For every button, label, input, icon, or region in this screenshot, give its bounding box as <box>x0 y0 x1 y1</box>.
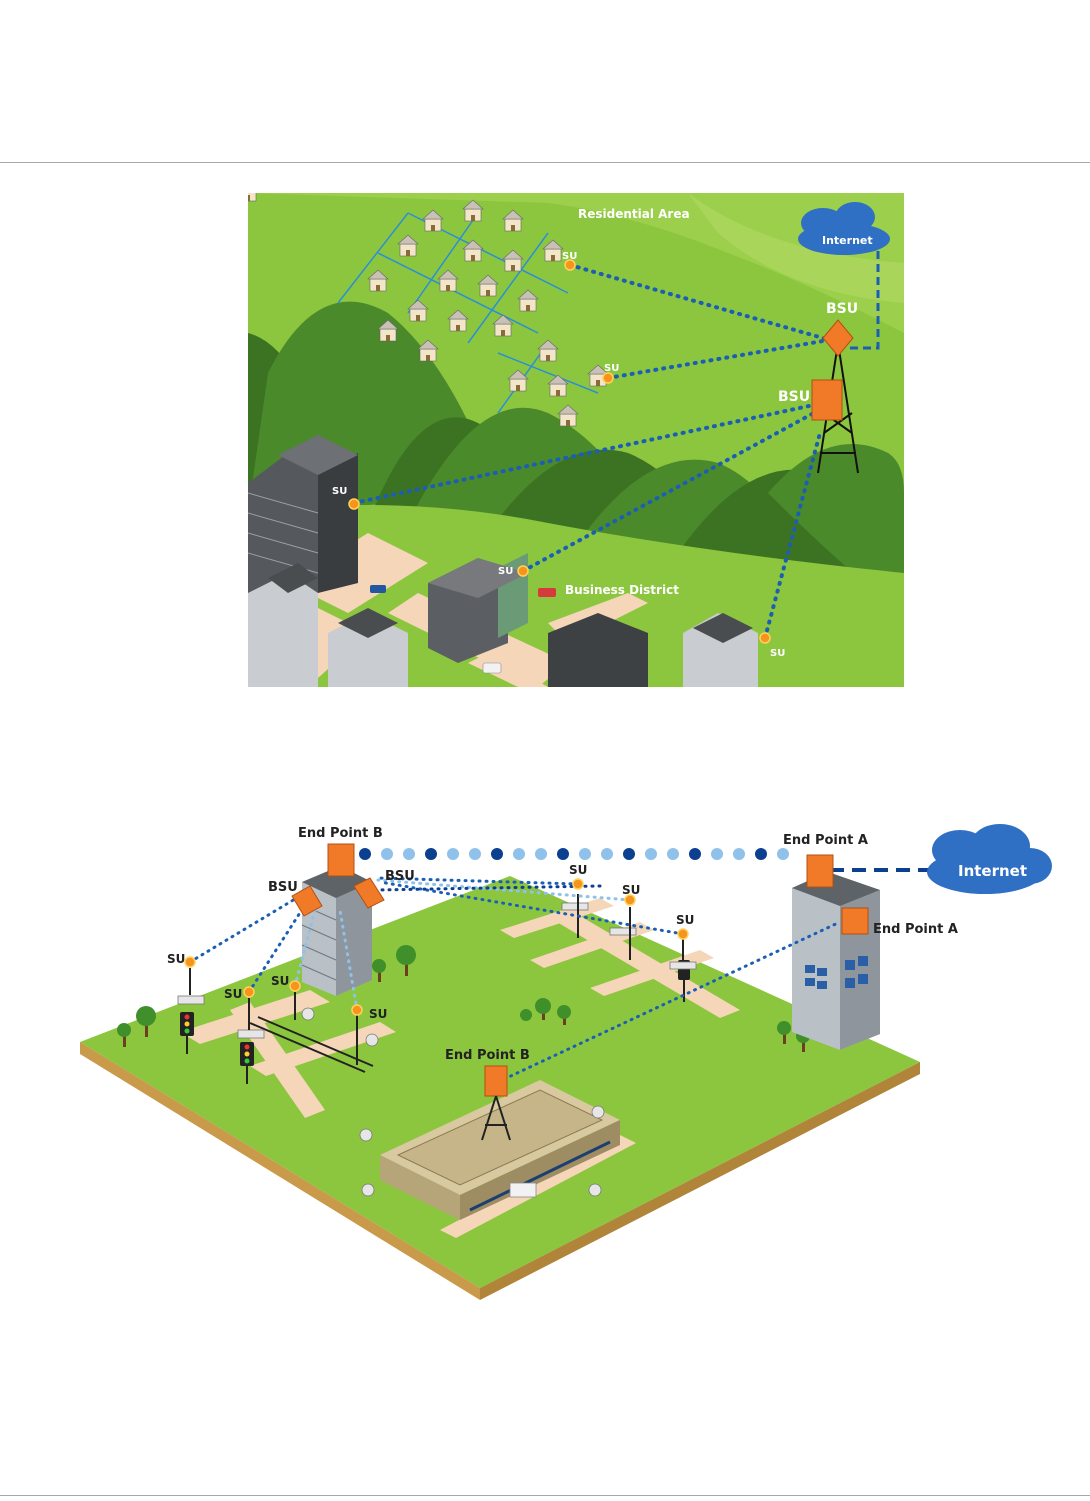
su-label-office: SU <box>498 566 513 577</box>
van <box>483 663 501 673</box>
residential-area-label: Residential Area <box>578 207 690 221</box>
wireless-network-diagram-campus: End Point B End Point A Internet BSU BSU… <box>80 810 1060 1300</box>
su-label-left-c: SU <box>369 1007 387 1021</box>
bsu-right-label: BSU <box>385 869 415 884</box>
end-point-b-bottom-label: End Point B <box>445 1048 530 1063</box>
su-label-far-left: SU <box>167 952 185 966</box>
bsu-left-label: BSU <box>268 880 298 895</box>
su-label-houses-top: SU <box>562 251 577 262</box>
su-label-mid-c: SU <box>676 913 694 927</box>
bsu-upper-label: BSU <box>826 301 858 317</box>
su-label-mid-b: SU <box>622 883 640 897</box>
end-point-b-top-label: End Point B <box>298 826 383 841</box>
su-label-mid-a: SU <box>569 863 587 877</box>
end-point-a-right-label: End Point A <box>873 922 958 937</box>
su-label-corner: SU <box>770 648 785 659</box>
end-point-a-top-label: End Point A <box>783 833 868 848</box>
su-label-left-b: SU <box>271 974 289 988</box>
backhaul-link <box>359 848 789 860</box>
internet-cloud <box>927 824 1052 894</box>
truck <box>510 1183 536 1197</box>
top-rule <box>0 162 1090 163</box>
su-label-houses-mid: SU <box>604 363 619 374</box>
su-label-tower: SU <box>332 486 347 497</box>
car-red <box>538 588 556 597</box>
su-label-left-a: SU <box>224 987 242 1001</box>
internet-label: Internet <box>958 862 1027 880</box>
business-district-label: Business District <box>565 583 679 597</box>
bottom-rule <box>0 1495 1090 1496</box>
internet-label: Internet <box>822 234 873 247</box>
bsu-lower-label: BSU <box>778 389 810 405</box>
car-blue <box>370 585 386 593</box>
bsu-antenna-lower <box>812 380 842 420</box>
wireless-network-diagram-city: Residential Area Internet BSU BSU Busine… <box>248 193 904 687</box>
end-point-a-building <box>792 872 880 1050</box>
